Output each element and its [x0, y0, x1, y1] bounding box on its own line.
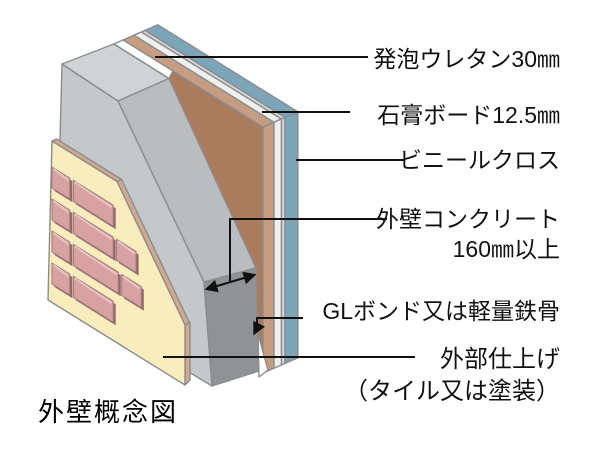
leader-concrete: [229, 218, 387, 281]
tile-highlight: [52, 264, 69, 277]
cavity-gap-bottom: [257, 333, 269, 378]
tile-highlight: [52, 232, 69, 245]
tile-group: [51, 166, 144, 326]
tile-highlight: [52, 200, 69, 213]
tile-highlight: [74, 277, 113, 305]
tile: [72, 275, 114, 324]
tile-highlight: [52, 168, 69, 181]
tile-highlight: [122, 275, 141, 290]
tile-highlight: [117, 240, 136, 255]
label-finish-line1: 外部仕上げ: [440, 346, 560, 373]
diagram-caption: 外壁概念図: [38, 398, 179, 427]
tile: [51, 198, 71, 233]
backing-end-strip: [184, 321, 191, 386]
label-finish-line2: （タイル又は塗装）: [344, 378, 560, 405]
tile: [51, 230, 71, 265]
tile: [121, 273, 142, 309]
tile: [72, 243, 119, 295]
label-gl-bond: GLボンド又は軽量鉄骨: [322, 298, 560, 324]
gypsum-board-end-face: [273, 118, 283, 369]
tile: [72, 211, 114, 260]
urethane-end-face: [262, 121, 275, 374]
vinyl-cloth-end-face: [284, 111, 299, 365]
tile: [51, 166, 71, 201]
label-gypsum: 石膏ボード12.5㎜: [377, 102, 560, 128]
tile: [116, 238, 137, 274]
label-concrete-line2: 160㎜以上: [452, 236, 560, 262]
label-concrete-line1: 外壁コンクリート: [376, 206, 560, 232]
tile: [51, 262, 71, 297]
concrete-end-face: [203, 267, 260, 387]
tile-highlight: [74, 181, 113, 209]
label-vinyl: ビニールクロス: [399, 147, 560, 173]
label-concrete: 外壁コンクリート 160㎜以上: [376, 204, 560, 264]
tile: [72, 179, 114, 228]
label-finish: 外部仕上げ （タイル又は塗装）: [344, 344, 560, 408]
concrete-thickness-arrow: [204, 271, 257, 293]
tile-highlight: [74, 245, 118, 276]
tile-highlight: [74, 213, 113, 241]
leader-gl-bond: [253, 317, 303, 336]
label-urethane: 発泡ウレタン30㎜: [373, 46, 560, 72]
